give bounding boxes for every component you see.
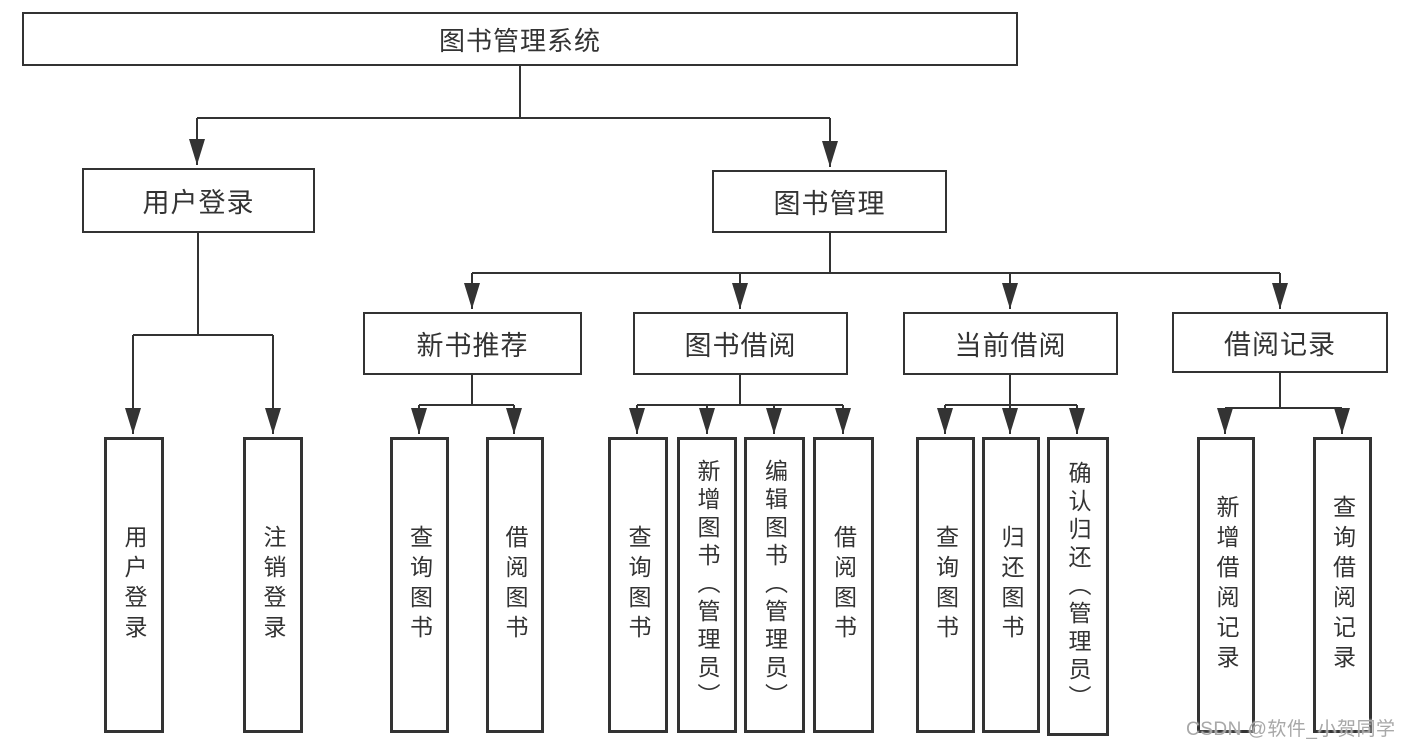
node-current-borrowing: 当前借阅 [903,312,1118,375]
csdn-watermark: CSDN @软件_小贺同学 [1186,719,1396,740]
node-borrowing-borrow-books: 借阅图书 [813,437,874,733]
node-newrec-borrow-books: 借阅图书 [486,437,544,733]
node-current-confirm-return-admin: 确认归还（管理员） [1047,437,1109,736]
node-newrec-query-books: 查询图书 [390,437,449,733]
tree-edges [125,66,1350,434]
node-borrowing-query-books: 查询图书 [608,437,668,733]
node-leaf-logout: 注销登录 [243,437,303,733]
node-book-management: 图书管理 [712,170,947,233]
node-borrowing-edit-books-admin: 编辑图书（管理员） [744,437,805,733]
node-library-management-system: 图书管理系统 [22,12,1018,66]
node-book-borrowing: 图书借阅 [633,312,848,375]
node-records-query-record: 查询借阅记录 [1313,437,1372,733]
node-records-add-record: 新增借阅记录 [1197,437,1255,733]
node-borrowing-add-books-admin: 新增图书（管理员） [677,437,737,733]
node-current-query-books: 查询图书 [916,437,975,733]
node-new-book-recommend: 新书推荐 [363,312,582,375]
node-leaf-user-login: 用户登录 [104,437,164,733]
node-borrowing-records: 借阅记录 [1172,312,1388,373]
node-current-return-books: 归还图书 [982,437,1040,733]
node-user-login: 用户登录 [82,168,315,233]
